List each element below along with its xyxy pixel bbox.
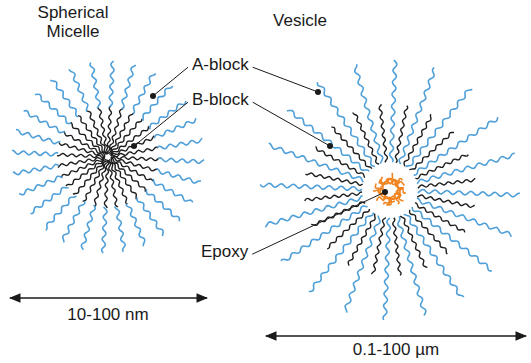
polymer-chain [372, 218, 386, 274]
polymer-chain [133, 74, 156, 114]
polymer-chain [126, 204, 145, 247]
polymer-chain [154, 118, 195, 138]
dimension-label: 10-100 nm [66, 306, 149, 325]
leader-dot [327, 143, 333, 149]
epoxy-core [381, 180, 405, 186]
leader-dot [131, 143, 137, 149]
polymer-chain [395, 106, 407, 163]
part-label: Epoxy [200, 243, 249, 262]
spherical-micelle [12, 61, 204, 253]
leader-dot [150, 93, 156, 99]
polymer-chain [414, 117, 498, 175]
polymer-chain [383, 218, 390, 320]
part-label: A-block [191, 56, 250, 75]
polymer-chain [418, 178, 475, 188]
polymer-chain [418, 189, 520, 196]
polymer-chain [157, 169, 201, 183]
leader-line [253, 102, 330, 146]
polymer-chain [260, 183, 362, 190]
polymer-chain [158, 158, 204, 163]
polymer-chain [153, 179, 193, 202]
polymer-chain [379, 104, 387, 162]
polymer-chain [345, 216, 380, 313]
polymer-chain [317, 82, 374, 166]
polymer-chain [61, 157, 104, 178]
polymer-chain [417, 195, 475, 207]
polymer-chain [109, 61, 114, 107]
polymer-chain [122, 65, 136, 109]
polymer-chain [81, 205, 95, 250]
polymer-chain [348, 214, 375, 266]
polymer-chain [69, 69, 88, 111]
polymer-chain [12, 150, 58, 156]
polymer-chain [269, 143, 363, 182]
polymer-chain [150, 101, 186, 130]
figure-title: Vesicle [272, 12, 328, 31]
leader-line [153, 67, 188, 96]
polymer-chain [30, 187, 68, 213]
polymer-chain [157, 138, 202, 149]
polymer-chain [107, 160, 118, 207]
polymer-chain [404, 214, 464, 296]
polymer-chain [327, 209, 369, 249]
leader-line [253, 67, 318, 92]
polymer-chain [393, 218, 401, 276]
polymer-chain [399, 68, 434, 164]
leader-lines [131, 67, 388, 254]
leader-dot [382, 189, 388, 195]
polymer-chain [87, 111, 108, 154]
polymer-chain [24, 111, 65, 133]
polymer-chain [58, 157, 105, 168]
polymer-chain [305, 173, 362, 185]
polymer-chain [398, 217, 426, 316]
polymer-chain [16, 130, 61, 144]
polymer-chain [115, 207, 126, 252]
polymer-chain [305, 192, 362, 201]
polymer-chain [90, 63, 100, 109]
polymer-chain [73, 160, 107, 194]
dimension-label: 0.1-100 µm [352, 341, 440, 360]
epoxy-core [375, 184, 390, 205]
leader-line [252, 192, 385, 254]
polymer-chain [309, 212, 374, 291]
polymer-chain [146, 189, 179, 221]
polymer-chain [281, 206, 368, 261]
polymer-chain [108, 160, 127, 204]
polymer-chain [63, 201, 85, 242]
leader-line [134, 102, 188, 146]
polymer-chain [50, 80, 78, 116]
polymer-chain [390, 60, 397, 162]
dimension-arrow [10, 297, 207, 298]
polymer-chain [13, 164, 59, 174]
polymer-chain [102, 207, 107, 253]
polymer-chain [400, 216, 427, 267]
polymer-chain [98, 107, 108, 154]
polymer-chain [265, 196, 362, 228]
polymer-chain [19, 176, 62, 194]
polymer-chain [404, 114, 431, 166]
polymer-chain [71, 122, 106, 154]
polymer-chain [355, 64, 383, 163]
leader-dot [315, 89, 321, 95]
vesicle [260, 60, 520, 320]
dimension-arrow [266, 335, 526, 336]
polymer-chain [107, 106, 112, 154]
part-label: B-block [191, 91, 250, 110]
figure-title: Spherical Micelle [8, 4, 138, 41]
